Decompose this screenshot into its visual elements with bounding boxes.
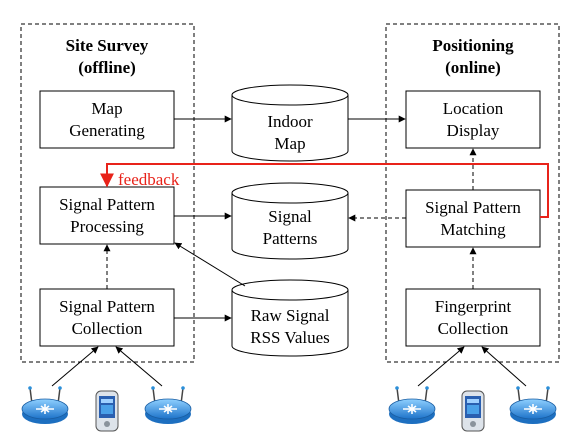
signal-pattern-collection-box: Signal Pattern Collection	[39, 288, 175, 347]
feedback-label: feedback	[118, 170, 180, 189]
sp-matching-label-1: Signal Pattern	[425, 198, 521, 217]
signal-patterns-database: Signal Patterns	[231, 182, 349, 260]
fingerprint-collection-box: Fingerprint Collection	[405, 288, 541, 347]
raw-signal-database: Raw Signal RSS Values	[231, 279, 349, 357]
sp-processing-label-1: Signal Pattern	[59, 195, 155, 214]
map-generating-label-1: Map	[91, 99, 122, 118]
arrow-raw-to-processing	[174, 242, 246, 287]
positioning-subtitle: (online)	[445, 58, 501, 77]
router-icon	[388, 385, 436, 425]
positioning-title: Positioning	[432, 36, 514, 55]
router-icon	[144, 385, 192, 425]
map-generating-box: Map Generating	[39, 90, 175, 149]
arrow-router-to-collection	[115, 346, 163, 387]
router-icon	[21, 385, 69, 425]
signal-pattern-matching-box: Signal Pattern Matching	[405, 189, 541, 248]
sp-collection-label-2: Collection	[72, 319, 143, 338]
arrow-router-to-collection	[51, 346, 99, 387]
signal-pattern-processing-box: Signal Pattern Processing	[39, 186, 175, 245]
feedback-arrow	[100, 163, 549, 218]
fp-collection-label-1: Fingerprint	[435, 297, 512, 316]
sp-matching-label-2: Matching	[440, 220, 506, 239]
indoor-map-label-2: Map	[274, 134, 305, 153]
map-generating-label-2: Generating	[69, 121, 145, 140]
site-survey-title: Site Survey	[66, 36, 149, 55]
signal-patterns-label-2: Patterns	[263, 229, 318, 248]
indoor-map-database: Indoor Map	[231, 84, 349, 162]
sp-collection-label-1: Signal Pattern	[59, 297, 155, 316]
fp-collection-label-2: Collection	[438, 319, 509, 338]
indoor-map-label-1: Indoor	[267, 112, 313, 131]
arrow-router-to-fingerprint	[417, 346, 465, 387]
site-survey-panel	[20, 23, 195, 363]
location-display-label-2: Display	[447, 121, 500, 140]
positioning-panel	[385, 23, 560, 363]
signal-patterns-label-1: Signal	[268, 207, 312, 226]
phone-icon	[95, 390, 119, 432]
location-display-box: Location Display	[405, 90, 541, 149]
router-icon	[509, 385, 557, 425]
location-display-label-1: Location	[443, 99, 504, 118]
sp-processing-label-2: Processing	[70, 217, 144, 236]
site-survey-subtitle: (offline)	[78, 58, 136, 77]
phone-icon	[461, 390, 485, 432]
arrow-router-to-fingerprint	[481, 346, 527, 387]
raw-signal-label-2: RSS Values	[250, 328, 330, 347]
raw-signal-label-1: Raw Signal	[251, 306, 330, 325]
